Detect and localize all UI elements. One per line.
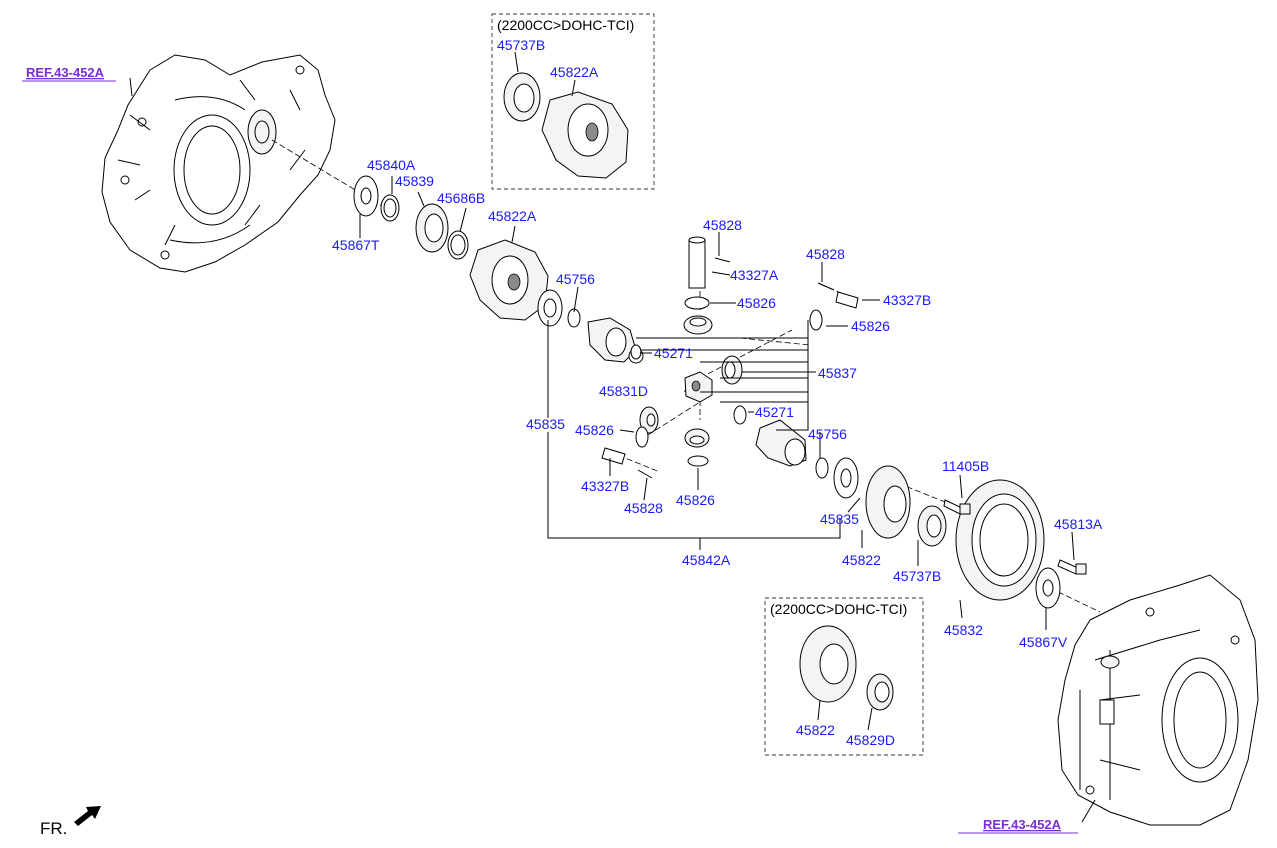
part-label-45828-top[interactable]: 45828 [703,217,742,233]
part-label-45813A[interactable]: 45813A [1054,516,1103,532]
ring-45271-upper [630,344,642,360]
bearing-45839 [415,203,449,253]
part-label-45828-right[interactable]: 45828 [806,246,845,262]
part-label-45271-lower[interactable]: 45271 [755,404,794,420]
ring-45840A [380,194,400,222]
ring-45686B [447,230,469,260]
part-label-45822A[interactable]: 45822A [488,208,537,224]
part-label-45837[interactable]: 45837 [818,365,857,381]
part-label-45826-right[interactable]: 45826 [851,318,890,334]
bolt-11405B [943,499,971,515]
diff-case-45822A-top [541,91,629,179]
part-label-45737B-bottom[interactable]: 45737B [893,568,941,584]
washer-45835-right [833,457,859,499]
spider-block-45831D [684,371,713,403]
pin-45828-right [817,282,835,291]
ring-45271-lower [733,405,747,425]
pin-45828-bottom [637,469,653,479]
front-direction-label: FR. [40,819,67,838]
part-label-43327B-left[interactable]: 43327B [581,478,629,494]
pinion-washer-bottom [687,455,709,467]
part-label-43327A[interactable]: 43327A [730,267,779,283]
diff-flange-45822 [865,465,911,539]
side-gear-right [755,419,807,467]
pinion-gear-bottom [684,428,710,448]
diff-flange-45822-alt [799,625,857,703]
washer-45835 [537,289,563,327]
pinion-gear-right [721,355,743,385]
pinion-washer-top [684,296,710,310]
part-label-45832[interactable]: 45832 [944,622,983,638]
variant-title-bottom: (2200CC>DOHC-TCI) [770,601,907,617]
part-label-45686B[interactable]: 45686B [437,190,485,206]
part-label-45867T[interactable]: 45867T [332,237,380,253]
part-label-45867V[interactable]: 45867V [1019,634,1068,650]
pin-45828-top [714,257,731,263]
bolt-45813A [1057,559,1087,575]
pinion-washer-right [809,309,823,331]
part-label-11405B[interactable]: 11405B [942,458,989,474]
pinion-shaft-43327A [688,236,706,289]
part-label-45822-alt[interactable]: 45822 [796,722,835,738]
bearing-45737B-bottom [917,505,947,547]
ref-link-right[interactable]: REF.43-452A [983,817,1062,832]
ref-link-left[interactable]: REF.43-452A [26,65,105,80]
pinion-gear-left [639,406,659,434]
part-label-45826-top[interactable]: 45826 [737,295,776,311]
part-label-45756-left[interactable]: 45756 [556,271,595,287]
part-label-45829D[interactable]: 45829D [846,732,895,748]
ring-45756-right [815,457,829,479]
variant-box-top [491,13,655,190]
variant-box-bottom [764,597,924,756]
part-label-45822[interactable]: 45822 [842,552,881,568]
part-label-45840A[interactable]: 45840A [367,157,416,173]
shim-45867T [353,175,379,217]
bearing-45829D [866,673,894,711]
front-arrow-icon [74,806,101,826]
part-label-45828-bottom[interactable]: 45828 [624,500,663,516]
part-label-45826-bottom[interactable]: 45826 [676,492,715,508]
part-label-45271-upper[interactable]: 45271 [654,345,693,361]
short-shaft-43327B-right [835,291,859,309]
part-label-45842A[interactable]: 45842A [682,552,731,568]
part-label-45835-right[interactable]: 45835 [820,511,859,527]
diff-case-45822A [469,239,549,321]
ring-gear-45832 [955,479,1045,601]
part-label-45835-left[interactable]: 45835 [526,416,565,432]
pinion-gear-top [683,315,713,335]
transaxle-housing-left [101,54,336,273]
variant-title-top: (2200CC>DOHC-TCI) [497,17,634,33]
part-label-45839[interactable]: 45839 [395,173,434,189]
pinion-washer-left [635,426,649,448]
part-label-45831D[interactable]: 45831D [599,383,648,399]
shim-45867V [1035,567,1061,609]
part-label-45822A-top[interactable]: 45822A [550,64,599,80]
bearing-45737B-top [503,72,541,122]
part-label-45737B-top[interactable]: 45737B [497,37,545,53]
short-shaft-43327B-left [601,447,626,465]
transaxle-housing-right [1057,574,1259,826]
part-label-45756-right[interactable]: 45756 [808,426,847,442]
part-label-43327B-right[interactable]: 43327B [883,292,931,308]
part-label-45826-left[interactable]: 45826 [575,422,614,438]
